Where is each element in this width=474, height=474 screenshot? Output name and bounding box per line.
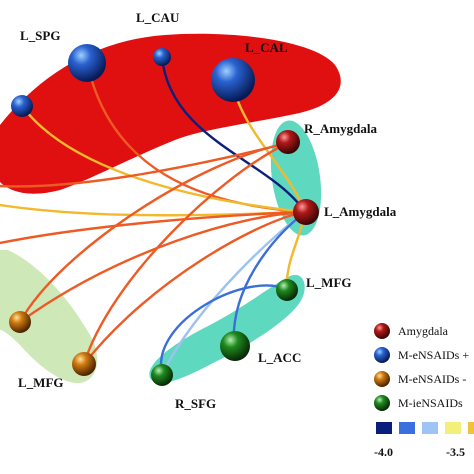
legend-m-ensaids-pos-label: M-eNSAIDs + bbox=[398, 348, 469, 362]
node-l-acc bbox=[220, 331, 250, 361]
node-l-amygdala bbox=[293, 199, 319, 225]
colorbar-min-label: -4.0 bbox=[374, 445, 393, 459]
node-l-mfg-left-2 bbox=[72, 352, 96, 376]
legend: Amygdala M-eNSAIDs + M-eNSAIDs - M-ieNSA… bbox=[374, 323, 469, 411]
label-l-mfg-left: L_MFG bbox=[18, 375, 64, 390]
colorbar-swatch-1 bbox=[376, 422, 392, 434]
node-r-sfg bbox=[151, 364, 173, 386]
colorbar: -4.0 -3.5 bbox=[374, 422, 474, 459]
edge-lcau-lamygdala bbox=[160, 55, 307, 214]
legend-amygdala-icon bbox=[374, 323, 390, 339]
edge-lmfg1-lamygdala bbox=[18, 210, 307, 324]
label-l-cau: L_CAU bbox=[136, 10, 180, 25]
nodes bbox=[9, 44, 319, 386]
node-l-cal bbox=[211, 58, 255, 102]
colorbar-swatch-5 bbox=[468, 422, 474, 434]
teal-module-frontal bbox=[149, 274, 305, 383]
label-r-amygdala: R_Amygdala bbox=[304, 121, 377, 136]
edge-lmfg2-lamygdala bbox=[82, 210, 307, 366]
label-l-acc: L_ACC bbox=[258, 350, 301, 365]
colorbar-max-label: -3.5 bbox=[446, 445, 465, 459]
green-module bbox=[0, 250, 98, 384]
legend-m-ensaids-pos-icon bbox=[374, 347, 390, 363]
label-l-mfg-right: L_MFG bbox=[306, 275, 352, 290]
node-labels: L_SPG L_CAU L_CAL R_Amygdala L_Amygdala … bbox=[18, 10, 397, 411]
node-l-mfg-right bbox=[276, 279, 298, 301]
colorbar-swatch-4 bbox=[445, 422, 461, 434]
legend-m-ensaids-neg-icon bbox=[374, 371, 390, 387]
legend-m-iensaids-icon bbox=[374, 395, 390, 411]
colorbar-swatch-3 bbox=[422, 422, 438, 434]
label-r-sfg: R_SFG bbox=[175, 396, 216, 411]
node-l-cau bbox=[153, 48, 171, 66]
legend-amygdala-label: Amygdala bbox=[398, 324, 449, 338]
node-r-amygdala bbox=[276, 130, 300, 154]
connections bbox=[0, 55, 307, 376]
label-l-amygdala: L_Amygdala bbox=[324, 204, 397, 219]
legend-m-iensaids-label: M-ieNSAIDs bbox=[398, 396, 463, 410]
edge-rsfg-lmfg bbox=[159, 284, 289, 376]
colorbar-swatch-2 bbox=[399, 422, 415, 434]
edge-lmfg1-ramygdala bbox=[18, 141, 290, 324]
edge-left3-lamygdala bbox=[0, 210, 307, 245]
label-l-spg: L_SPG bbox=[20, 28, 60, 43]
legend-m-ensaids-neg-label: M-eNSAIDs - bbox=[398, 372, 466, 386]
edge-node-lamygdala bbox=[20, 104, 307, 214]
edge-lacc-lamygdala bbox=[232, 210, 307, 348]
node-l-spg bbox=[68, 44, 106, 82]
label-l-cal: L_CAL bbox=[245, 40, 288, 55]
edge-lmfg2-ramygdala bbox=[82, 141, 290, 366]
node-left-blue bbox=[11, 95, 33, 117]
node-l-mfg-left-1 bbox=[9, 311, 31, 333]
